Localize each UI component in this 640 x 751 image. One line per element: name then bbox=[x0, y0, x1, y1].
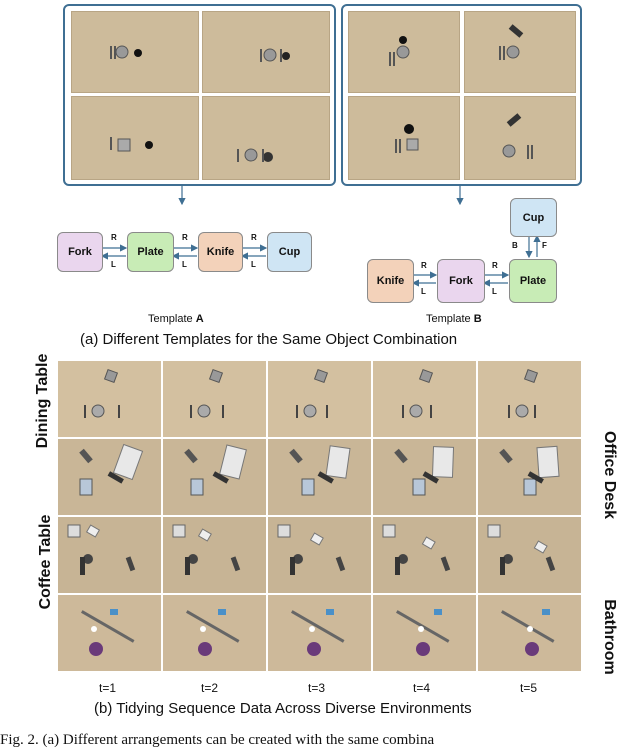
row-label-bathroom: Bathroom bbox=[601, 599, 618, 675]
template-b-node-plate: Plate bbox=[509, 259, 557, 303]
node-label: Cup bbox=[522, 211, 545, 224]
template-b-node-knife: Knife bbox=[367, 259, 414, 303]
template-a-node-fork: Fork bbox=[57, 232, 103, 272]
edge-label: R bbox=[251, 233, 257, 242]
edge-label: R bbox=[492, 261, 498, 270]
scene-photo-r2-t3 bbox=[267, 438, 372, 516]
scene-photo-r1-t2 bbox=[162, 360, 267, 438]
template-b-node-fork: Fork bbox=[437, 259, 485, 303]
scene-photo-r2-t4 bbox=[372, 438, 477, 516]
edge-label: R bbox=[182, 233, 188, 242]
time-label-1: t=1 bbox=[99, 681, 117, 695]
row-label-dining-table: Dining Table bbox=[34, 353, 51, 449]
edge-label: L bbox=[182, 260, 187, 269]
template-b-photo-frame bbox=[341, 4, 582, 186]
scene-photo-r2-t2 bbox=[162, 438, 267, 516]
template-b-photo-1 bbox=[348, 11, 460, 93]
template-name-prefix: Template bbox=[426, 313, 474, 325]
time-label-2: t=2 bbox=[201, 681, 219, 695]
edge-label: F bbox=[542, 241, 547, 250]
template-b-photo-2 bbox=[464, 11, 576, 93]
diagram-arrows bbox=[100, 184, 541, 287]
row-label-coffee-table: Coffee Table bbox=[37, 514, 54, 610]
edge-label: L bbox=[421, 287, 426, 296]
node-label: Fork bbox=[68, 246, 92, 258]
caption-a: (a) Different Templates for the Same Obj… bbox=[80, 331, 458, 348]
template-name-prefix: Template bbox=[148, 313, 196, 325]
scene-photo-r4-t3 bbox=[267, 594, 372, 672]
node-label: Plate bbox=[519, 275, 547, 287]
template-a-photo-1 bbox=[71, 11, 199, 93]
scene-photo-r1-t3 bbox=[267, 360, 372, 438]
scene-photo-r4-t1 bbox=[57, 594, 162, 672]
template-name-letter: A bbox=[195, 313, 204, 325]
node-label: Fork bbox=[449, 275, 473, 287]
figure-caption: Fig. 2. (a) Different arrangements can b… bbox=[0, 732, 435, 748]
scene-photo-r1-t4 bbox=[372, 360, 477, 438]
template-a-node-knife: Knife bbox=[198, 232, 243, 272]
edge-label: L bbox=[251, 260, 256, 269]
node-label: Knife bbox=[376, 275, 405, 287]
template-b-photo-3 bbox=[348, 96, 460, 180]
node-label: Knife bbox=[206, 246, 235, 258]
scene-photo-r4-t5 bbox=[477, 594, 582, 672]
time-label-4: t=4 bbox=[413, 681, 431, 695]
scene-photo-r3-t2 bbox=[162, 516, 267, 594]
template-a-photo-3 bbox=[71, 96, 199, 180]
scene-photo-r3-t1 bbox=[57, 516, 162, 594]
template-name-letter: B bbox=[473, 313, 482, 325]
template-b-photo-4 bbox=[464, 96, 576, 180]
edge-label: L bbox=[492, 287, 497, 296]
template-b-node-cup: Cup bbox=[510, 198, 557, 237]
template-a-photo-4 bbox=[202, 96, 330, 180]
edge-label: R bbox=[421, 261, 427, 270]
row-label-office-desk: Office Desk bbox=[601, 430, 618, 520]
scene-photo-r1-t1 bbox=[57, 360, 162, 438]
template-a-node-cup: Cup bbox=[267, 232, 312, 272]
scene-photo-r4-t4 bbox=[372, 594, 477, 672]
scene-photo-r3-t3 bbox=[267, 516, 372, 594]
scene-photo-r2-t5 bbox=[477, 438, 582, 516]
scene-photo-r4-t2 bbox=[162, 594, 267, 672]
node-label: Plate bbox=[137, 246, 164, 258]
scene-photo-r1-t5 bbox=[477, 360, 582, 438]
template-a-photo-frame bbox=[63, 4, 336, 186]
caption-b: (b) Tidying Sequence Data Across Diverse… bbox=[94, 700, 472, 717]
scene-photo-r3-t4 bbox=[372, 516, 477, 594]
template-b-name: Template B bbox=[426, 313, 482, 325]
template-a-name: Template A bbox=[148, 313, 204, 325]
template-a-node-plate: Plate bbox=[127, 232, 174, 272]
edge-label: R bbox=[111, 233, 117, 242]
template-a-photo-2 bbox=[202, 11, 330, 93]
scene-photo-r2-t1 bbox=[57, 438, 162, 516]
edge-label: B bbox=[512, 241, 518, 250]
tidying-sequence-grid bbox=[57, 360, 583, 676]
time-label-5: t=5 bbox=[520, 681, 538, 695]
node-label: Cup bbox=[278, 246, 301, 258]
edge-label: L bbox=[111, 260, 116, 269]
scene-photo-r3-t5 bbox=[477, 516, 582, 594]
time-label-3: t=3 bbox=[308, 681, 326, 695]
